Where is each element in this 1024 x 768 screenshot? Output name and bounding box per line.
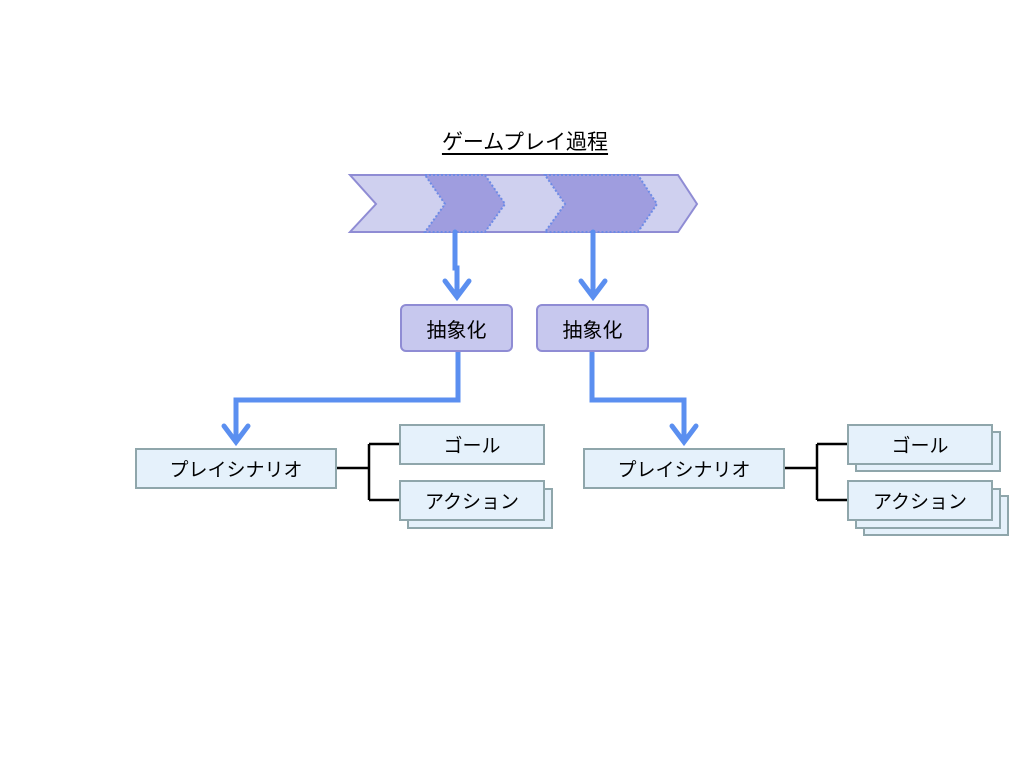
arrow-to-abstraction-right bbox=[578, 229, 608, 302]
abstraction-box-left: 抽象化 bbox=[400, 304, 513, 352]
action-box-left: アクション bbox=[399, 480, 545, 521]
goal-box-left: ゴール bbox=[399, 424, 545, 465]
abstraction-box-right: 抽象化 bbox=[536, 304, 649, 352]
process-segment-1 bbox=[423, 174, 507, 233]
diagram-title: ゲームプレイ過程 bbox=[441, 130, 609, 154]
arrow-to-scenario-right bbox=[589, 349, 699, 447]
scenario-box-left: プレイシナリオ bbox=[135, 448, 337, 489]
action-box-right: アクション bbox=[847, 480, 993, 521]
process-segment-2 bbox=[543, 174, 659, 233]
goal-box-right: ゴール bbox=[847, 424, 993, 465]
arrow-to-scenario-left bbox=[221, 349, 461, 447]
tree-connector-right bbox=[785, 442, 848, 502]
arrow-to-abstraction-left bbox=[442, 229, 472, 302]
tree-connector-left bbox=[337, 442, 400, 502]
scenario-box-right: プレイシナリオ bbox=[583, 448, 785, 489]
